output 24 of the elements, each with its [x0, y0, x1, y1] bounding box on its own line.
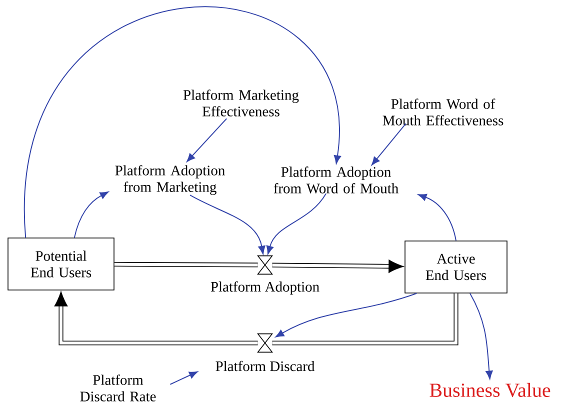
flow-pipe — [272, 293, 458, 346]
flow-pipe — [54, 291, 258, 346]
variable-label: Platform Word of Mouth Effectiveness — [382, 98, 504, 126]
variable-label: Platform Adoption from Marketing — [115, 165, 225, 195]
stock-box: Active End Users — [404, 240, 508, 294]
arrow — [190, 194, 266, 254]
arrow — [470, 292, 493, 380]
flow-pipe — [114, 262, 258, 268]
arrow — [266, 193, 326, 254]
variable-label: Platform Adoption from Word of Mouth — [274, 166, 398, 194]
variable-label: Platform Marketing Effectiveness — [183, 90, 299, 116]
output-label: Business Value — [430, 382, 550, 398]
flow-pipe — [272, 260, 404, 273]
arrow — [186, 118, 228, 162]
arrow — [275, 292, 418, 338]
flow-label: Platform Discard — [216, 360, 315, 372]
arrow — [25, 7, 342, 238]
arrow — [170, 371, 198, 385]
stock-box: Potential End Users — [8, 238, 114, 290]
flow-label: Platform Adoption — [210, 281, 320, 295]
arrow — [418, 194, 456, 242]
arrow — [74, 192, 109, 238]
variable-label: Platform Discard Rate — [80, 374, 156, 402]
arrow — [371, 123, 406, 166]
